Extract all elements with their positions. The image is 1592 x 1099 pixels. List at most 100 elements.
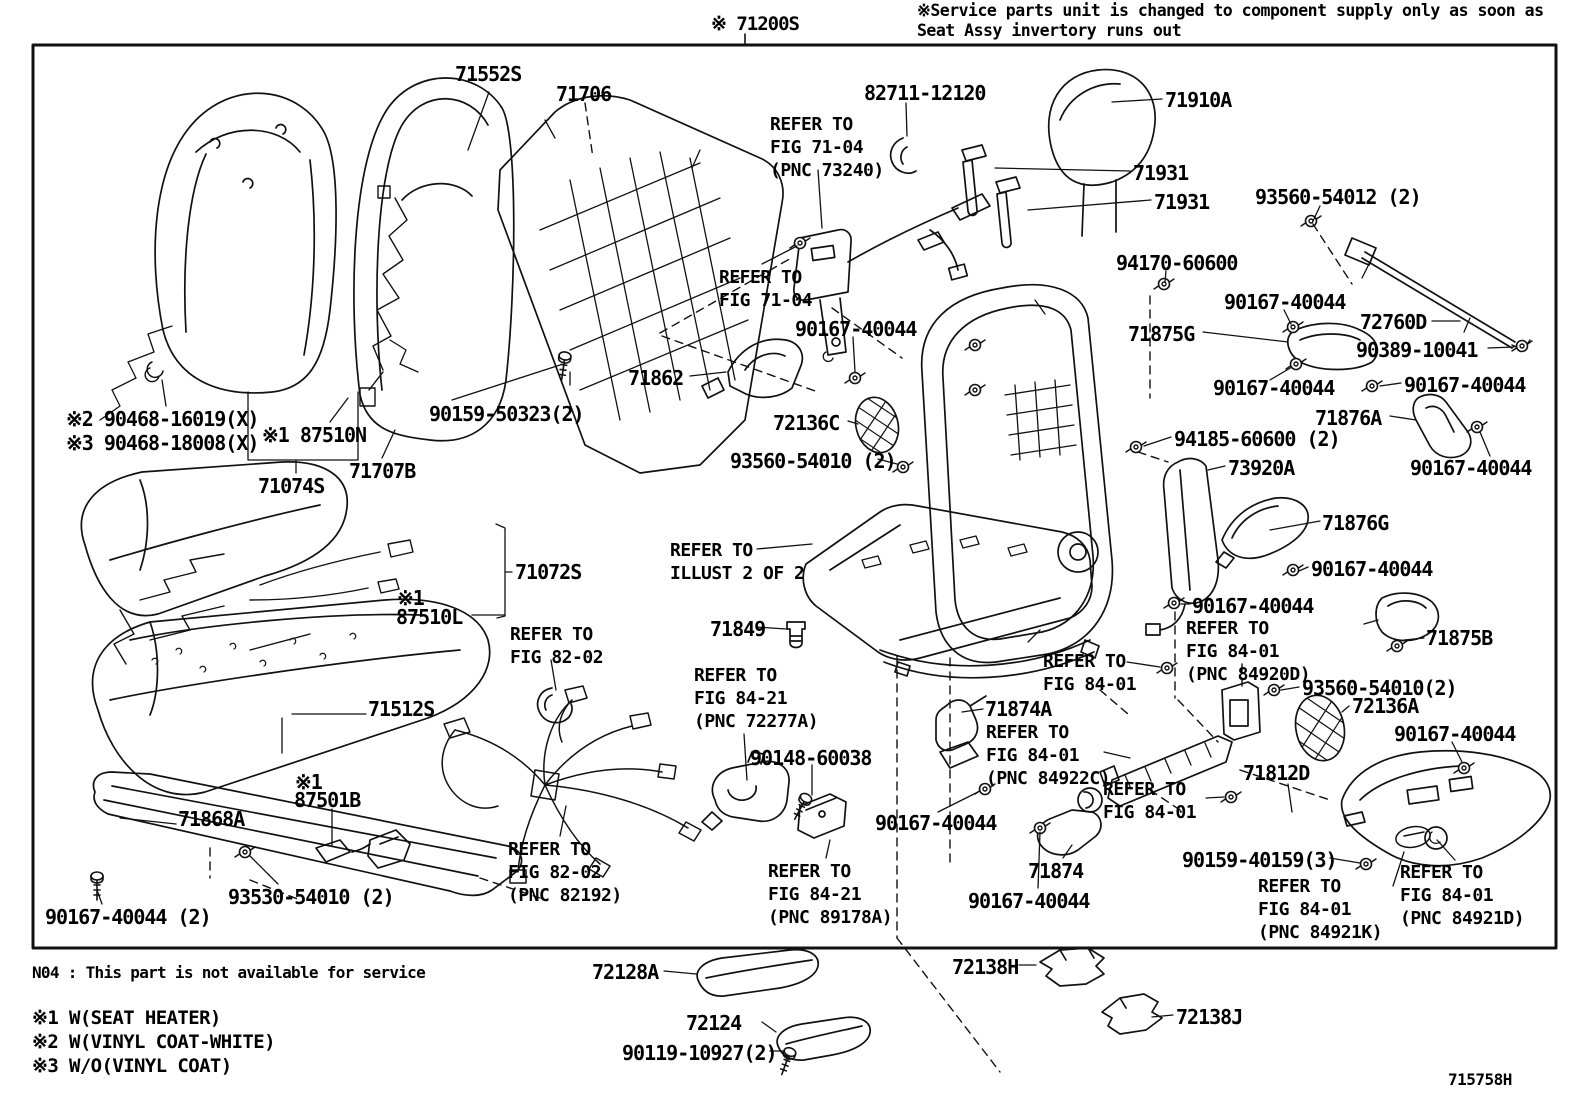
availability-note: N04 : This part is not available for ser… [32, 963, 426, 982]
cover-71875b-drawing [1363, 592, 1440, 642]
label-94170-60600: 94170-60600 [1116, 251, 1238, 275]
label-72136a: 72136A [1352, 694, 1419, 718]
figure-number: ※ 71200S [711, 13, 800, 35]
recliner-rod-drawing [1344, 237, 1531, 349]
label-※1-87510n: ※1 87510N [262, 423, 367, 447]
label-refer-to: REFER TO FIG 84-01 (PNC 84922C) [986, 722, 1111, 790]
seatback-pad-drawing [353, 77, 515, 442]
label-71876g: 71876G [1322, 511, 1389, 535]
label-73920a: 73920A [1228, 456, 1295, 480]
heater-connector-drawing [315, 829, 411, 869]
hinge-cover-drawing [701, 338, 804, 399]
seatback-cover-drawing [99, 92, 337, 421]
seatbelt-buckle-drawing [793, 137, 991, 363]
seatback-frame-drawing [920, 284, 1114, 664]
label-71862: 71862 [628, 366, 684, 390]
label-90167-40044: 90167-40044 [1404, 373, 1526, 397]
headrest-drawing [1047, 68, 1156, 237]
service-note: ※Service parts unit is changed to compon… [917, 1, 1544, 40]
label-71868a: 71868A [178, 807, 245, 831]
side-shield-drawing [1340, 749, 1552, 867]
label-72136c: 72136C [773, 411, 840, 435]
label-72138h: 72138H [952, 955, 1019, 979]
label-90159-50323-2-: 90159-50323(2) [429, 402, 585, 426]
label-71931: 71931 [1133, 161, 1189, 185]
diagram-frame [31, 33, 1558, 950]
label-93560-54010-2-: 93560-54010(2) [1302, 676, 1458, 700]
label-87510l: 87510L [396, 605, 463, 629]
label-refer-to: REFER TO FIG 71-04 (PNC 73240) [770, 114, 884, 182]
label-90167-40044: 90167-40044 [1311, 557, 1433, 581]
cushion-frame-drawing [802, 503, 1100, 679]
label-90167-40044: 90167-40044 [1410, 456, 1532, 480]
label-90167-40044: 90167-40044 [968, 889, 1090, 913]
label-※1: ※1 [295, 770, 323, 794]
label-93560-54012-2-: 93560-54012 (2) [1255, 185, 1422, 209]
label-72760d: 72760D [1360, 310, 1427, 334]
variant-note: ※1 W(SEAT HEATER) [32, 1007, 221, 1029]
label-refer-to: REFER TO FIG 84-01 [1043, 651, 1137, 696]
label-72124: 72124 [686, 1011, 742, 1035]
label-71875g: 71875G [1128, 322, 1195, 346]
clip-90468-drawing [146, 361, 164, 379]
label-refer-to: REFER TO FIG 82-02 (PNC 82192) [508, 839, 622, 907]
adjuster-71874-drawing [1036, 787, 1103, 856]
label-※3-90468-18008-x-: ※3 90468-18008(X) [66, 431, 259, 455]
clip-72138h-drawing [1039, 947, 1105, 987]
label-90148-60038: 90148-60038 [750, 746, 872, 770]
harness-clamp-drawing [536, 687, 573, 724]
label-82711-12120: 82711-12120 [864, 81, 986, 105]
label-71707b: 71707B [349, 459, 416, 483]
leader-lines [96, 91, 1515, 1052]
cover-71876g-drawing [1215, 496, 1309, 569]
label-72128a: 72128A [592, 960, 659, 984]
label-refer-to: REFER TO FIG 84-01 (PNC 84921D) [1400, 862, 1525, 930]
label-87501b: 87501B [294, 788, 361, 812]
label-90167-40044-2-: 90167-40044 (2) [45, 905, 212, 929]
label-71512s: 71512S [368, 697, 435, 721]
bracket-71874a-drawing [935, 695, 987, 769]
drawing-number: 715758H [1448, 1070, 1512, 1089]
label-93560-54010-2-: 93560-54010 (2) [730, 449, 897, 473]
label-refer-to: REFER TO FIG 84-21 (PNC 89178A) [768, 861, 893, 929]
label-94185-60600-2-: 94185-60600 (2) [1174, 427, 1341, 451]
label-72138j: 72138J [1176, 1005, 1243, 1029]
label-71072s: 71072S [515, 560, 582, 584]
label-71874a: 71874A [985, 697, 1052, 721]
cushion-harness-drawing [441, 685, 702, 884]
label-refer-to: REFER TO ILLUST 2 OF 2 [670, 540, 805, 585]
cushion-heater-drawing [113, 539, 414, 665]
label-90389-10041: 90389-10041 [1356, 338, 1478, 362]
label-refer-to: REFER TO FIG 71-04 [719, 267, 813, 312]
label-※2-90468-16019-x-: ※2 90468-16019(X) [66, 407, 259, 431]
variant-note: ※3 W/O(VINYL COAT) [32, 1055, 232, 1077]
label-71706: 71706 [556, 82, 612, 106]
label-90159-40159-3-: 90159-40159(3) [1182, 848, 1338, 872]
vent-grommet-c-drawing [849, 392, 904, 458]
label-90167-40044: 90167-40044 [1394, 722, 1516, 746]
label-refer-to: REFER TO FIG 84-01 [1103, 779, 1197, 824]
clip-72138j-drawing [1101, 993, 1163, 1035]
label-71849: 71849 [710, 617, 766, 641]
front-valance-drawing [92, 771, 523, 897]
dashed-lines [209, 102, 1353, 1073]
airbag-module-drawing [1145, 457, 1220, 636]
label-※1: ※1 [397, 586, 425, 610]
bolt-71849-drawing [786, 621, 806, 649]
track-cover-72124-drawing [776, 1016, 871, 1061]
headrest-supports-drawing [961, 144, 1021, 249]
label-71910a: 71910A [1165, 88, 1232, 112]
label-71876a: 71876A [1315, 406, 1382, 430]
track-cover-72128a-drawing [696, 948, 819, 997]
vent-grommet-a-drawing [1289, 691, 1349, 766]
bracket-71876a-drawing [1412, 393, 1472, 459]
label-90167-40044: 90167-40044 [795, 317, 917, 341]
label-71931: 71931 [1154, 190, 1210, 214]
track-rack-drawing [1099, 735, 1233, 807]
label-71552s: 71552S [455, 62, 522, 86]
label-71874: 71874 [1028, 859, 1084, 883]
variant-note: ※2 W(VINYL COAT-WHITE) [32, 1031, 276, 1053]
seatback-heater-drawing [359, 185, 408, 407]
label-71074s: 71074S [258, 474, 325, 498]
